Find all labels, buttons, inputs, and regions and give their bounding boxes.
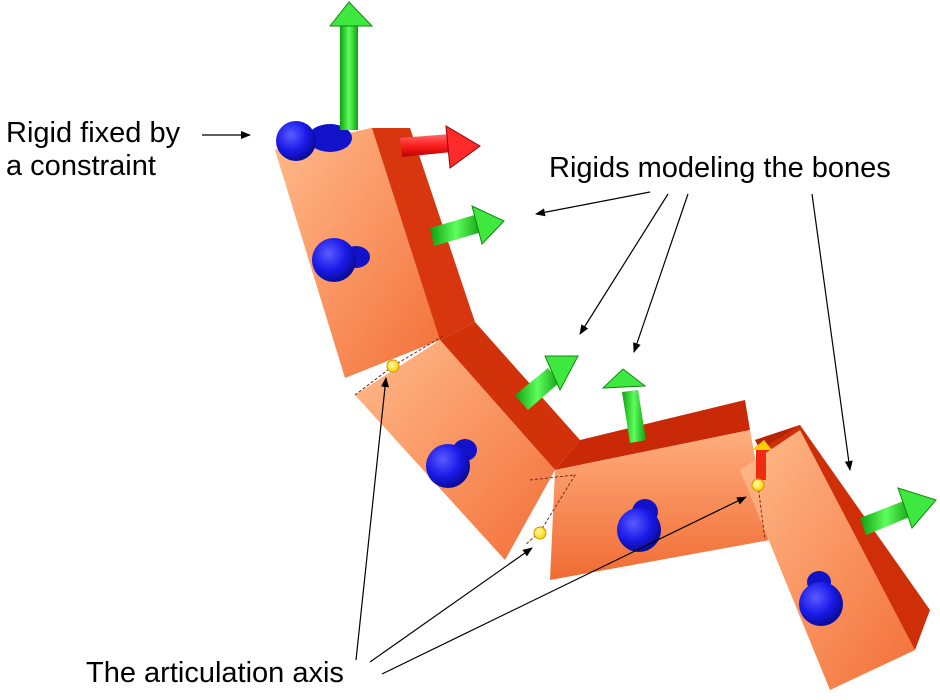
leader-axis-1 [355,377,390,661]
green-axis-arrow-icon [430,205,505,246]
rigid-segment-3 [550,400,770,580]
blue-sphere-handle-icon [312,238,370,282]
label-rigid-fixed-line2: a constraint [6,150,156,182]
blue-sphere-handle-icon [276,121,352,161]
label-rigid-fixed-line1: Rigid fixed by [6,117,181,149]
green-axis-arrow-icon [515,355,579,410]
leader-bone-1 [535,191,651,217]
leader-bone-3 [633,193,689,353]
leader-bone-2 [579,193,669,335]
joint-outlines [354,334,766,546]
blue-sphere-handle-icon [617,499,661,552]
leader-axis-3 [381,496,747,675]
label-rigid-fixed: Rigid fixed by a constraint [6,117,180,183]
joint-point-icon [386,359,400,373]
joint-point-icon [751,478,765,492]
red-axis-arrow-icon [400,125,481,169]
green-axis-arrow-icon [601,368,647,443]
rigid-segment-4 [740,425,930,690]
red-axis-arrow-icon [752,440,772,480]
annotation-leaders [202,131,853,675]
blue-sphere-handle-icon [799,571,843,626]
leader-axis-2 [369,547,533,663]
leader-bone-4 [811,193,853,471]
green-axis-arrow-icon [328,1,374,130]
joint-point-icon [533,526,547,540]
label-articulation-axis: The articulation axis [86,657,344,689]
label-rigids-bones: Rigids modeling the bones [549,152,891,184]
blue-sphere-handle-icon [426,439,477,488]
green-axis-arrow-icon [860,487,937,535]
